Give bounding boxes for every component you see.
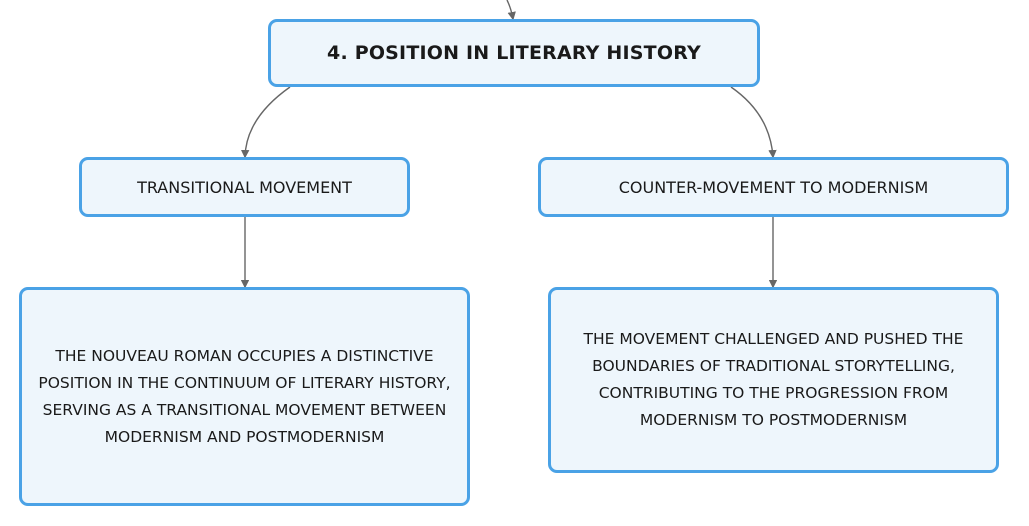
detail-node-transitional-movement[interactable]: THE NOUVEAU ROMAN OCCUPIES A DISTINCTIVE… [19,287,470,506]
branch-node-label: COUNTER-MOVEMENT TO MODERNISM [618,177,929,197]
branch-node-label: TRANSITIONAL MOVEMENT [137,177,352,197]
detail-node-text: THE NOUVEAU ROMAN OCCUPIES A DISTINCTIVE… [38,346,451,446]
branch-node-transitional-movement[interactable]: TRANSITIONAL MOVEMENT [79,157,410,217]
detail-node-counter-movement[interactable]: THE MOVEMENT CHALLENGED AND PUSHED THE B… [548,287,999,473]
root-node-label: 4. POSITION IN LITERARY HISTORY [327,42,701,64]
branch-node-counter-movement[interactable]: COUNTER-MOVEMENT TO MODERNISM [538,157,1009,217]
incoming-connector [506,0,516,21]
detail-node-text: THE MOVEMENT CHALLENGED AND PUSHED THE B… [583,330,964,429]
connector-root-to-left [240,86,291,159]
connector-root-to-right [730,86,777,159]
root-node[interactable]: 4. POSITION IN LITERARY HISTORY [268,19,760,87]
